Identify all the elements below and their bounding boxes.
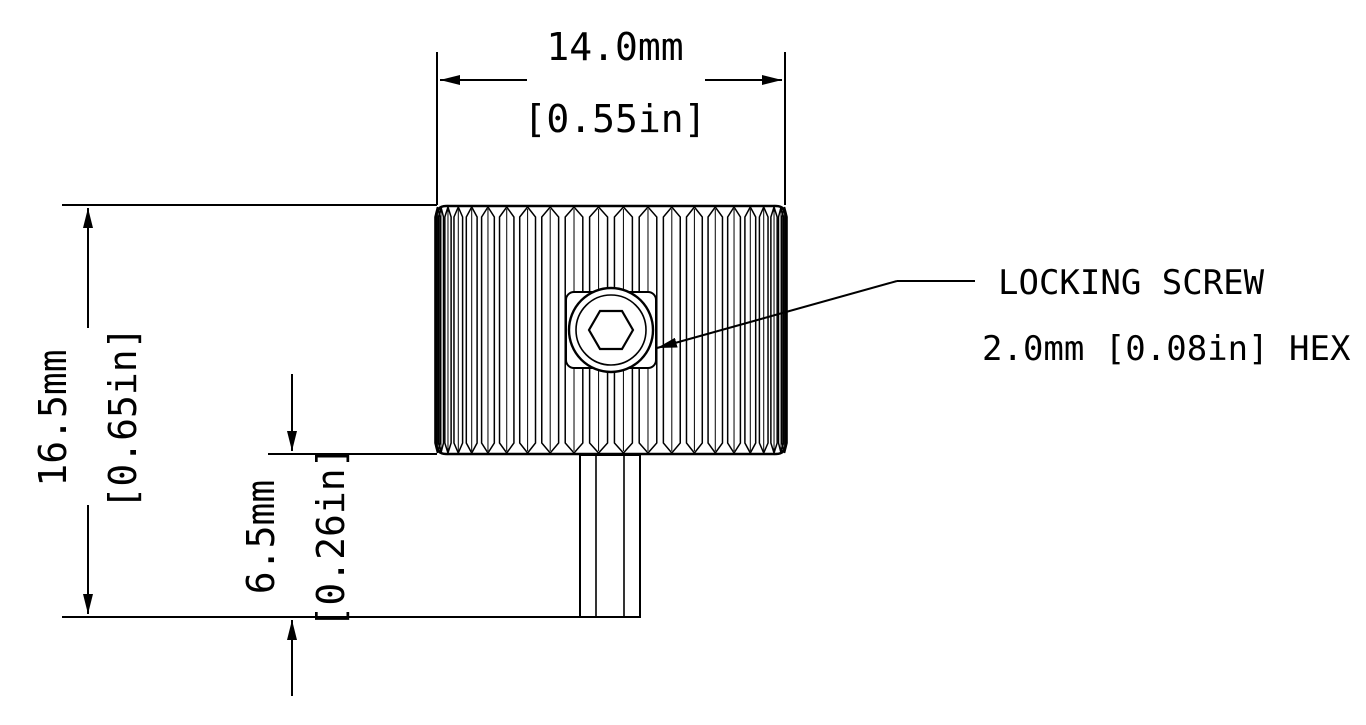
knurl-ridge [588,205,609,455]
knurl-ridge [434,206,441,454]
knurl-ridge [480,205,496,455]
knurl-ridge [564,205,584,455]
knurl-ridge [437,206,445,454]
width-dim-inch: [0.55in] [523,97,706,141]
knurl-ridge [662,205,681,455]
knurl-ridge [541,205,560,455]
knurl-ridge [518,205,537,455]
callout-line-2: 2.0mm [0.08in] HEX [982,329,1351,369]
knurl-ridge [498,205,515,455]
shaft-dim-inch: [0.26in] [309,445,353,628]
knurled-knob [434,204,788,456]
knurl-ridge [744,205,757,455]
knurl-ridge [453,205,464,455]
screw-head-inner [575,294,647,366]
knurl-ridge [685,205,704,455]
shaft-dimension: 6.5mm [0.26in] [239,374,437,696]
knurl-ridge [707,205,724,455]
width-dim-mm: 14.0mm [546,25,683,69]
knurl-ridge [758,205,769,455]
knurl-ridge [777,206,785,454]
knurl-ridge [781,206,788,454]
shaft-outline [579,454,641,618]
shaft [579,454,641,618]
locking-screw [565,286,657,374]
knurl-ridge [638,205,658,455]
callout-line-1: LOCKING SCREW [998,263,1265,303]
width-dimension: 14.0mm [0.55in] [436,25,786,205]
knurl-ridge [465,205,478,455]
height-dim-inch: [0.65in] [101,326,145,509]
leader-line [656,280,898,349]
hex-socket-icon [587,309,635,351]
knurl-ridge [444,204,452,456]
height-dimension: 16.5mm [0.65in] [31,204,640,618]
shaft-dim-mm: 6.5mm [239,480,283,594]
knurl-ridge [770,204,778,456]
height-dim-mm: 16.5mm [31,349,75,486]
locking-screw-callout: LOCKING SCREW 2.0mm [0.08in] HEX [656,263,1351,369]
knurl-ridge [726,205,742,455]
knurl-ridge [613,205,634,455]
knurl-ridges [434,204,788,456]
